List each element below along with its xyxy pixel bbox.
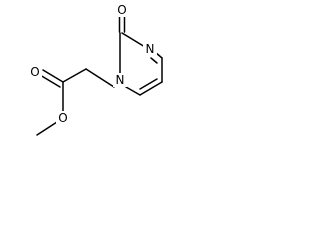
- bond-ester-c-o-double-b: [39, 74, 61, 88]
- bond-c5-c6: [139, 81, 163, 96]
- bond-group: [36, 15, 163, 136]
- carbonyl-oxygen-label: O: [117, 3, 126, 17]
- atom-label-group: O N N O O: [28, 3, 157, 125]
- bond-c2-n3: [121, 32, 146, 48]
- ring-nitrogen-1-label: N: [116, 73, 125, 87]
- ring-nitrogen-3-atom: N: [143, 42, 157, 56]
- bond-c6-n1: [125, 86, 141, 96]
- ester-carbonyl-oxygen-label: O: [30, 65, 39, 79]
- chemical-structure: O N N O O: [28, 3, 163, 136]
- bond-o-ch3: [36, 121, 58, 136]
- bond-n3-c4-inner: [150, 57, 158, 64]
- bond-c5-c6-inner: [139, 78, 158, 90]
- ring-nitrogen-3-label: N: [146, 42, 155, 56]
- carbonyl-oxygen-atom: O: [115, 3, 129, 17]
- bond-n1-ch2: [85, 68, 115, 88]
- ester-ether-oxygen-atom: O: [56, 111, 70, 125]
- ester-ether-oxygen-label: O: [58, 111, 67, 125]
- bond-ch2-ester-c: [62, 68, 87, 83]
- ring-nitrogen-1-atom: N: [113, 73, 127, 87]
- bond-ester-c-o-double-a: [42, 69, 64, 83]
- ester-carbonyl-oxygen-atom: O: [28, 65, 42, 79]
